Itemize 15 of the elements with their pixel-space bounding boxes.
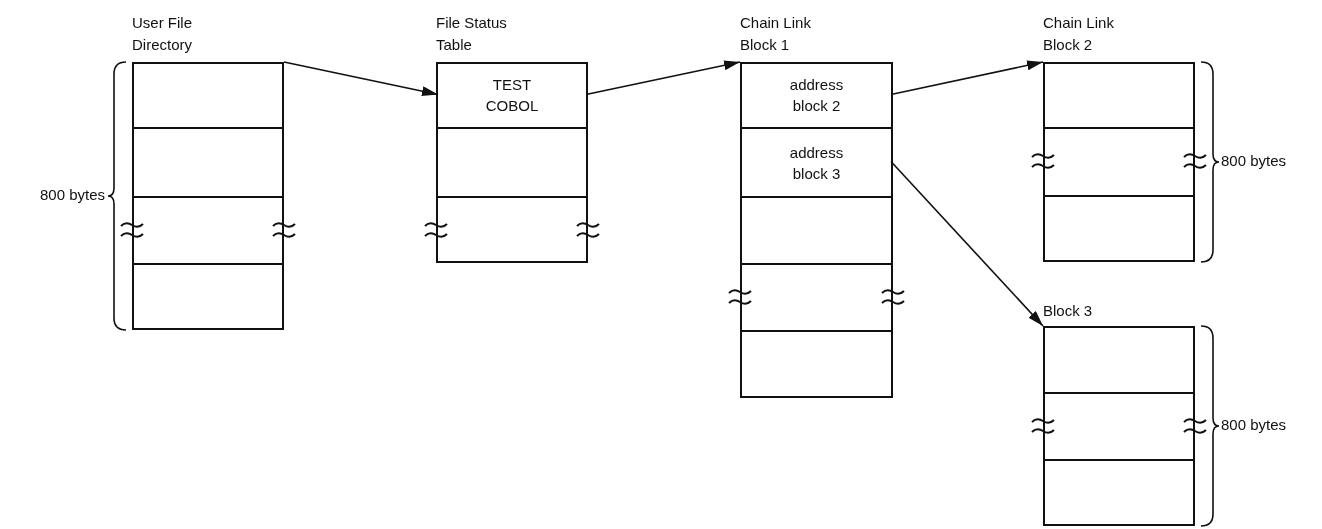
cell-text: address block 3 [788, 142, 845, 184]
cell-text: TEST COBOL [484, 74, 540, 116]
dimension-label: 800 bytes [1221, 416, 1287, 434]
cell-text: address block 2 [788, 74, 845, 116]
arrow [890, 160, 1044, 327]
block-heading: Chain Link Block 2 [1043, 13, 1115, 55]
block-heading: File Status Table [436, 13, 508, 55]
arrow [283, 61, 439, 97]
arrow [585, 60, 741, 96]
dimension-label: 800 bytes [1221, 152, 1287, 170]
block-heading: Chain Link Block 1 [740, 13, 812, 55]
block-heading: Block 3 [1043, 301, 1093, 321]
block-heading: User File Directory [132, 13, 193, 55]
arrow [890, 60, 1044, 96]
dimension-label: 800 bytes [39, 186, 105, 204]
